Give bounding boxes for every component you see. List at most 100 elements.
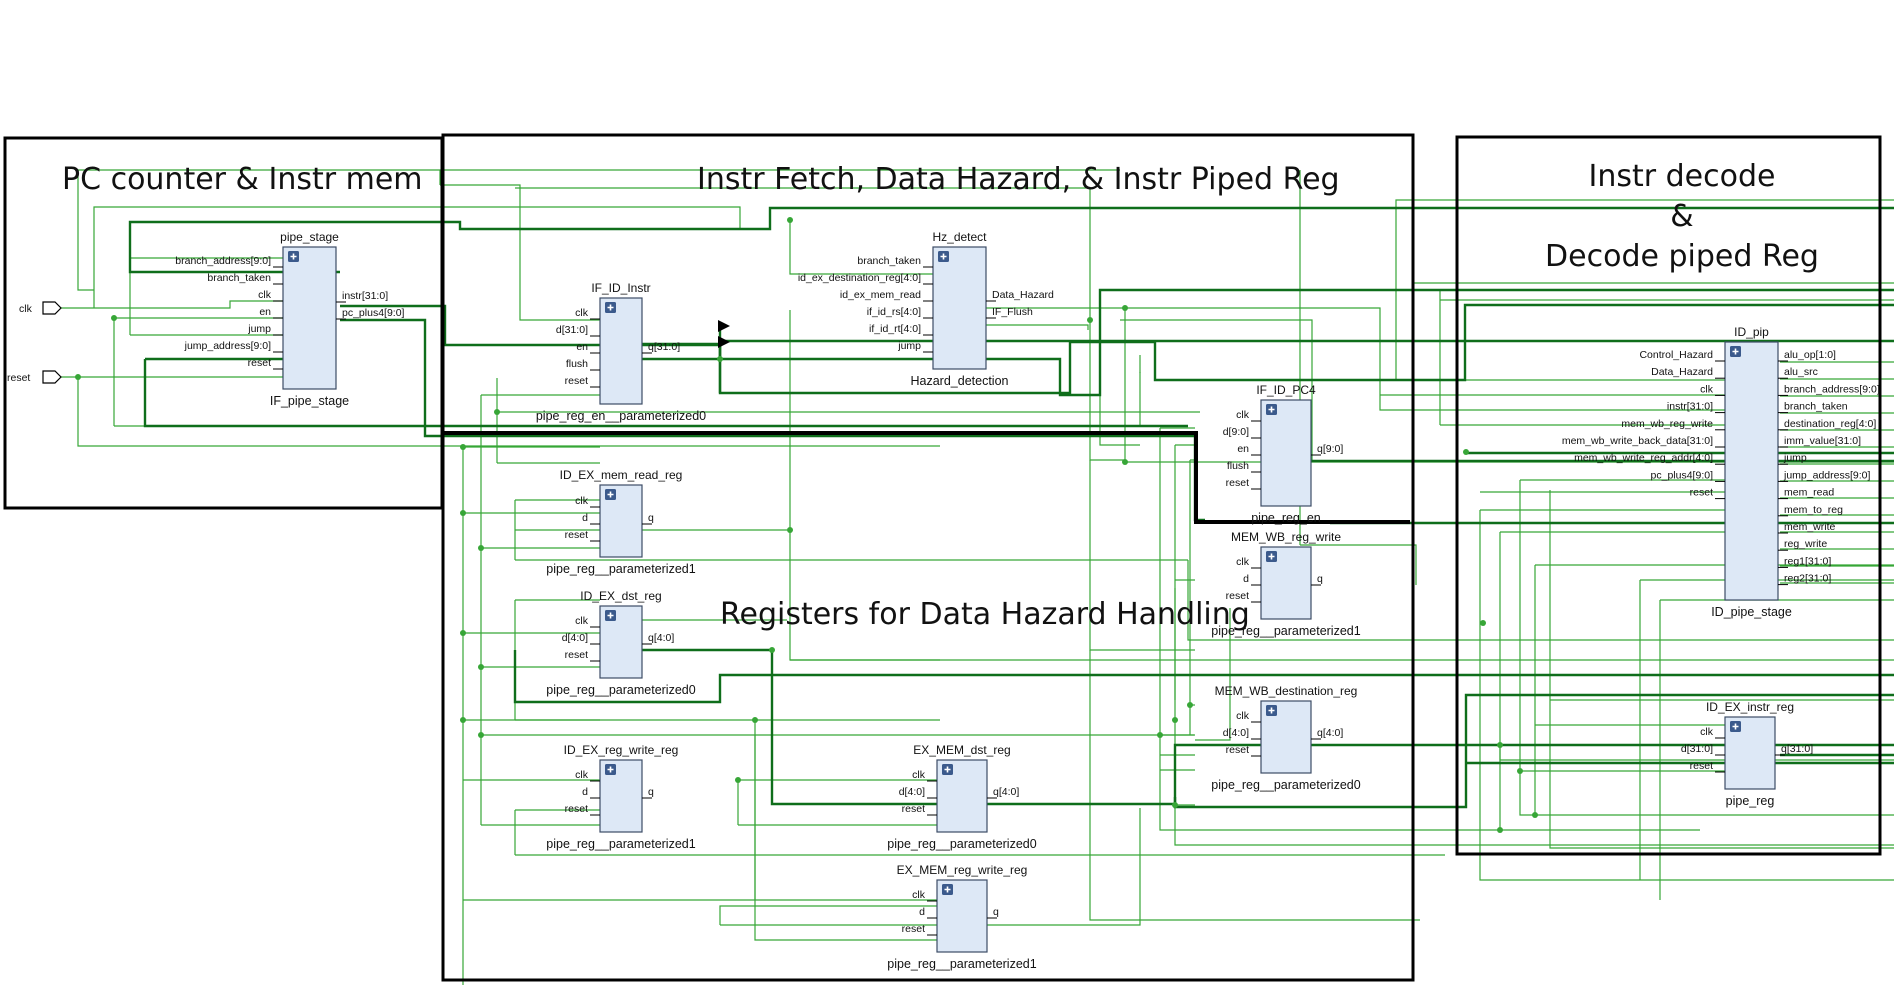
- input-pin-label: d[4:0]: [899, 786, 925, 798]
- region-title-pc: PC counter & Instr mem: [62, 162, 423, 197]
- block-body[interactable]: [1260, 399, 1312, 507]
- block-body[interactable]: [599, 484, 643, 558]
- block-if-id-pc4[interactable]: IF_ID_PC4pipe_reg_enclkd[9:0]enflushrese…: [1223, 383, 1344, 525]
- input-pin-label: instr[31:0]: [1667, 401, 1713, 413]
- expand-icon[interactable]: [1730, 346, 1741, 357]
- block-pipe-stage[interactable]: pipe_stageIF_pipe_stagebranch_address[9:…: [175, 230, 404, 408]
- block-id-ex-dst-reg[interactable]: ID_EX_dst_regpipe_reg__parameterized0clk…: [546, 589, 695, 697]
- output-pin-label: alu_op[1:0]: [1784, 349, 1836, 361]
- expand-icon[interactable]: [1266, 404, 1277, 415]
- expand-icon[interactable]: [605, 302, 616, 313]
- input-pin-label: id_ex_mem_read: [840, 289, 921, 301]
- output-pin-label: q[4:0]: [993, 786, 1019, 798]
- reset-port[interactable]: reset: [7, 370, 62, 384]
- output-pin-label: reg1[31:0]: [1784, 555, 1831, 567]
- block-id-pip[interactable]: ID_pipID_pipe_stageControl_HazardData_Ha…: [1562, 325, 1880, 619]
- block-title: ID_EX_mem_read_reg: [560, 468, 683, 482]
- input-pin-label: reset: [565, 649, 588, 661]
- output-pin-label: q[9:0]: [1317, 443, 1343, 455]
- output-pin-label: branch_taken: [1784, 401, 1848, 413]
- input-pin-label: clk: [575, 495, 589, 507]
- block-body[interactable]: [282, 246, 337, 390]
- output-pin-label: mem_write: [1784, 521, 1836, 533]
- output-pin-label: pc_plus4[9:0]: [342, 307, 405, 319]
- clk-port-label: clk: [19, 303, 33, 315]
- block-title: Hz_detect: [932, 230, 987, 244]
- block-title: ID_pip: [1734, 325, 1769, 339]
- output-pin-label: q: [993, 906, 999, 918]
- block-type: pipe_reg__parameterized1: [887, 957, 1036, 971]
- expand-icon[interactable]: [605, 610, 616, 621]
- input-pin-label: d[4:0]: [562, 632, 588, 644]
- expand-icon[interactable]: [942, 884, 953, 895]
- block-ex-mem-reg-write-reg[interactable]: EX_MEM_reg_write_reg pipe_reg__parameteri…: [887, 863, 1036, 971]
- input-pin-label: pc_plus4[9:0]: [1651, 469, 1714, 481]
- expand-icon[interactable]: [288, 251, 299, 262]
- block-mem-wb-destination-reg[interactable]: MEM_WB_destination_regpipe_reg__paramete…: [1211, 684, 1360, 792]
- output-pin-label: q[4:0]: [1317, 727, 1343, 739]
- input-pin-label: clk: [258, 289, 272, 301]
- input-pin-label: reset: [902, 923, 925, 935]
- region-title-fetch: Instr Fetch, Data Hazard, & Instr Piped …: [697, 162, 1340, 197]
- io-ports: clk reset: [7, 301, 62, 384]
- input-pin-label: d[9:0]: [1223, 426, 1249, 438]
- input-pin-label: reset: [1226, 590, 1249, 602]
- block-title: IF_ID_PC4: [1256, 383, 1316, 397]
- output-pin-label: Data_Hazard: [992, 289, 1054, 301]
- input-pin-label: branch_taken: [857, 255, 921, 267]
- block-type: pipe_reg__parameterized1: [1211, 624, 1360, 638]
- block-title: ID_EX_dst_reg: [580, 589, 661, 603]
- expand-icon[interactable]: [938, 251, 949, 262]
- input-pin-label: mem_wb_write_reg_addr[4:0]: [1574, 452, 1713, 464]
- block-title: ID_EX_instr_reg: [1706, 700, 1794, 714]
- output-pin-label: destination_reg[4:0]: [1784, 418, 1876, 430]
- input-pin-label: if_id_rt[4:0]: [869, 323, 921, 335]
- output-pin-label: q: [648, 512, 654, 524]
- expand-icon[interactable]: [1266, 705, 1277, 716]
- block-if-id-instr[interactable]: IF_ID_Instrpipe_reg_en__parameterized0cl…: [536, 281, 706, 423]
- input-pin-label: jump_address[9:0]: [184, 340, 271, 352]
- clk-port[interactable]: clk: [19, 301, 62, 315]
- block-type: IF_pipe_stage: [270, 394, 349, 408]
- input-pin-label: en: [259, 306, 271, 318]
- expand-icon[interactable]: [1730, 721, 1741, 732]
- input-pin-label: clk: [1236, 409, 1250, 421]
- block-mem-wb-reg-write[interactable]: MEM_WB_reg_write pipe_reg__parameterized1…: [1211, 530, 1360, 638]
- block-type: Hazard_detection: [911, 374, 1009, 388]
- block-title: MEM_WB_reg_write: [1231, 530, 1341, 544]
- expand-icon[interactable]: [605, 764, 616, 775]
- block-title: EX_MEM_reg_write_reg: [897, 863, 1028, 877]
- input-pin-label: reset: [565, 529, 588, 541]
- block-ex-mem-dst-reg[interactable]: EX_MEM_dst_regpipe_reg__parameterized0cl…: [887, 743, 1036, 851]
- input-pin-label: mem_wb_write_back_data[31:0]: [1562, 435, 1713, 447]
- block-id-ex-instr-reg[interactable]: ID_EX_instr_regpipe_regclkd[31:0]resetq[…: [1681, 700, 1813, 808]
- expand-icon[interactable]: [1266, 551, 1277, 562]
- input-pin-label: d[31:0]: [1681, 743, 1713, 755]
- input-pin-label: jump: [247, 323, 271, 335]
- reset-port-label: reset: [7, 372, 30, 384]
- block-id-ex-reg-write-reg[interactable]: ID_EX_reg_write_regpipe_reg__parameteriz…: [546, 743, 695, 851]
- input-pin-label: clk: [912, 889, 926, 901]
- input-pin-label: flush: [566, 358, 588, 370]
- input-pin-label: d[31:0]: [556, 324, 588, 336]
- input-pin-label: reset: [565, 375, 588, 387]
- input-pin-label: reset: [1690, 487, 1713, 499]
- input-pin-label: mem_wb_reg_write: [1621, 418, 1713, 430]
- output-pin-label: mem_read: [1784, 487, 1834, 499]
- block-body[interactable]: [599, 297, 643, 405]
- input-pin-label: en: [576, 341, 588, 353]
- output-pin-label: q[4:0]: [648, 632, 674, 644]
- block-body[interactable]: [1724, 341, 1779, 601]
- input-pin-label: clk: [1700, 383, 1714, 395]
- block-type: pipe_reg__parameterized1: [546, 837, 695, 851]
- input-pin-label: reset: [1690, 760, 1713, 772]
- block-body[interactable]: [932, 246, 987, 370]
- expand-icon[interactable]: [605, 489, 616, 500]
- block-id-ex-mem-read-reg[interactable]: ID_EX_mem_read_regpipe_reg__parameterize…: [546, 468, 695, 576]
- input-pin-label: reset: [1226, 477, 1249, 489]
- region-borders: [3, 133, 1882, 982]
- input-pin-label: Control_Hazard: [1639, 349, 1713, 361]
- expand-icon[interactable]: [942, 764, 953, 775]
